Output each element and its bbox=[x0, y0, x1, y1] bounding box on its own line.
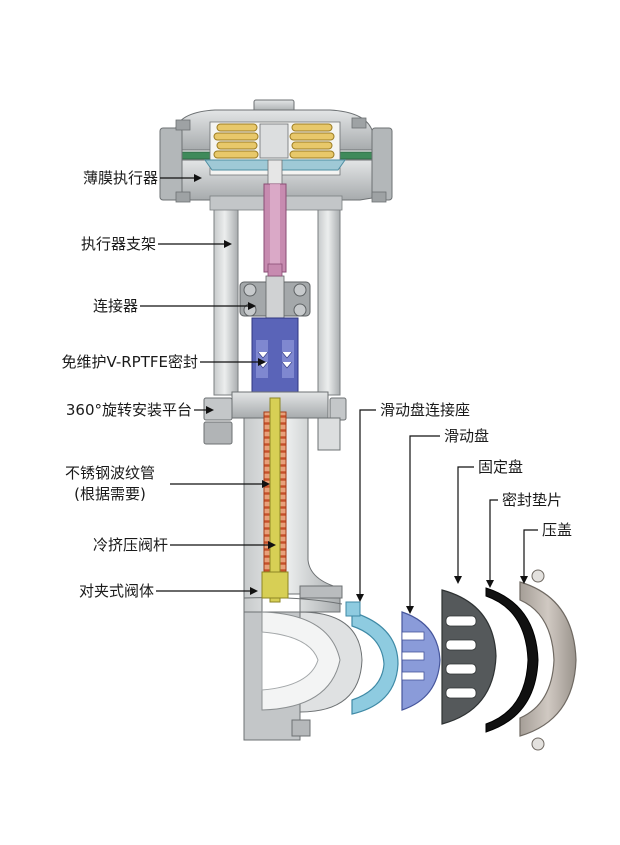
cover bbox=[519, 569, 577, 751]
label-gasket: 密封垫片 bbox=[502, 491, 563, 509]
label-actuator-bracket: 执行器支架 bbox=[80, 235, 156, 253]
stem-connector bbox=[239, 263, 311, 323]
label-bellows-line2: (根据需要) bbox=[74, 485, 146, 503]
label-diaphragm-actuator: 薄膜执行器 bbox=[82, 169, 158, 187]
diaphragm-actuator bbox=[159, 99, 393, 203]
disc-holder bbox=[345, 601, 399, 715]
leader-arrowheads bbox=[194, 174, 528, 614]
label-sliding-disc: 滑动盘 bbox=[444, 427, 490, 445]
label-valve-body: 对夹式阀体 bbox=[78, 582, 154, 600]
valve-stem bbox=[269, 397, 281, 603]
label-seal: 免维护V-RPTFE密封 bbox=[61, 353, 198, 371]
gasket bbox=[485, 587, 539, 733]
sliding-disc bbox=[401, 611, 441, 711]
fixed-disc bbox=[441, 589, 497, 725]
label-mounting-platform: 360°旋转安装平台 bbox=[65, 401, 192, 419]
bonnet-packing bbox=[251, 317, 299, 399]
label-bellows: 不锈钢波纹管 (根据需要) bbox=[52, 463, 168, 505]
label-fixed-disc: 固定盘 bbox=[478, 458, 524, 476]
actuator-springs bbox=[213, 123, 335, 159]
mounting-platform bbox=[203, 391, 347, 451]
label-valve-stem: 冷挤压阀杆 bbox=[92, 536, 168, 554]
label-connector: 连接器 bbox=[92, 297, 138, 315]
label-disc-holder: 滑动盘连接座 bbox=[380, 401, 471, 419]
label-bellows-line1: 不锈钢波纹管 bbox=[64, 464, 155, 482]
label-cover: 压盖 bbox=[542, 521, 573, 539]
